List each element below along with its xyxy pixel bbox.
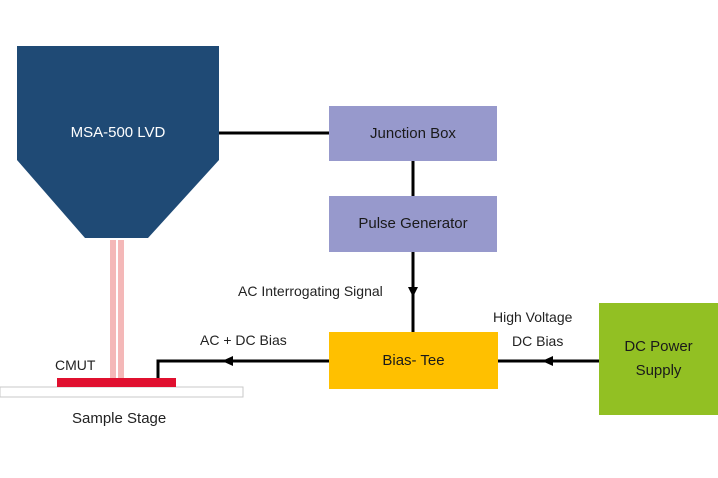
junction-box: Junction Box (329, 106, 497, 161)
cmut-device (57, 378, 176, 387)
bias-tee-box: Bias- Tee (329, 332, 498, 389)
dc-bias-label: DC Bias (512, 333, 564, 349)
sample-stage (0, 386, 244, 398)
sample-stage-label: Sample Stage (72, 410, 167, 427)
microscope-head (17, 46, 219, 238)
arrow-ac-signal (408, 287, 418, 297)
cmut-label: CMUT (55, 357, 96, 373)
high-voltage-label: High Voltage (493, 309, 573, 325)
ac-interrogating-signal-label: AC Interrogating Signal (238, 283, 383, 299)
arrow-hv-dc-bias (542, 356, 553, 366)
arrow-ac-dc-bias (222, 356, 233, 366)
ac-dc-bias-label: AC + DC Bias (200, 332, 287, 348)
wire-biastee-cmut (156, 359, 329, 378)
microscope-label: MSA-500 LVD (70, 124, 166, 141)
pulse-generator-box: Pulse Generator (329, 196, 497, 252)
dc-power-supply-box: DC Power Supply (599, 303, 718, 415)
